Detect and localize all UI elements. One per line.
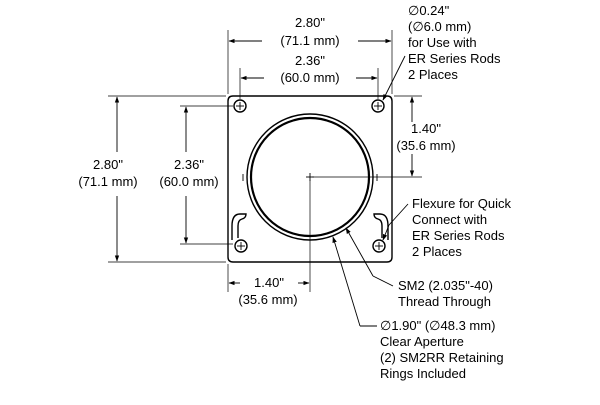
callout-flexure: Flexure for Quick Connect with ER Series… [382,196,511,259]
callout-rod-holes-line4: ER Series Rods [408,51,501,66]
dim-top-hole-spacing-mm: (60.0 mm) [280,70,339,85]
callout-flexure-line3: ER Series Rods [412,228,505,243]
dim-top-width-inch: 2.80" [295,15,325,30]
dim-left-height-mm: (71.1 mm) [78,174,137,189]
flexure-left [231,213,248,253]
dim-center-horizontal: 1.40" (35.6 mm) [227,180,311,307]
callout-aperture-line2: Clear Aperture [380,334,464,349]
dim-center-vertical: 1.40" (35.6 mm) [312,95,456,178]
dim-left-hole-spacing-inch: 2.36" [174,157,204,172]
callout-rod-holes-line2: (∅6.0 mm) [408,19,471,34]
callout-rod-holes-line1: ∅0.24" [408,3,450,18]
dim-left-hole-spacing-mm: (60.0 mm) [159,174,218,189]
dim-center-horizontal-mm: (35.6 mm) [238,292,297,307]
dim-left-height-inch: 2.80" [93,157,123,172]
callout-aperture-line3: (2) SM2RR Retaining [380,350,504,365]
dim-left-hole-spacing: 2.36" (60.0 mm) [159,105,233,245]
callout-rod-holes-line3: for Use with [408,35,477,50]
callout-flexure-line4: 2 Places [412,244,462,259]
dim-center-horizontal-inch: 1.40" [254,275,284,290]
callout-thread: SM2 (2.035"-40) Thread Through [345,227,493,309]
callout-thread-line1: SM2 (2.035"-40) [398,278,493,293]
plate-outline [227,95,393,263]
callout-flexure-line2: Connect with [412,212,487,227]
callout-rod-holes-line5: 2 Places [408,67,458,82]
dim-top-width-mm: (71.1 mm) [280,33,339,48]
callout-thread-line2: Thread Through [398,294,491,309]
rod-hole-right [371,99,385,113]
dim-center-vertical-mm: (35.6 mm) [396,138,455,153]
dim-center-vertical-inch: 1.40" [411,121,441,136]
rod-hole-left [233,99,247,113]
dim-top-hole-spacing: 2.36" (60.0 mm) [239,53,379,99]
dim-top-width: 2.80" (71.1 mm) [227,15,393,94]
callout-flexure-line1: Flexure for Quick [412,196,511,211]
side-marks [242,174,378,181]
callout-aperture-line4: Rings Included [380,366,466,381]
dim-top-hole-spacing-inch: 2.36" [295,53,325,68]
dim-left-height: 2.80" (71.1 mm) [78,95,226,263]
callout-aperture: ∅1.90" (∅48.3 mm) Clear Aperture (2) SM2… [332,236,504,381]
callout-aperture-line1: ∅1.90" (∅48.3 mm) [380,318,495,333]
callout-rod-holes: ∅0.24" (∅6.0 mm) for Use with ER Series … [382,3,501,101]
